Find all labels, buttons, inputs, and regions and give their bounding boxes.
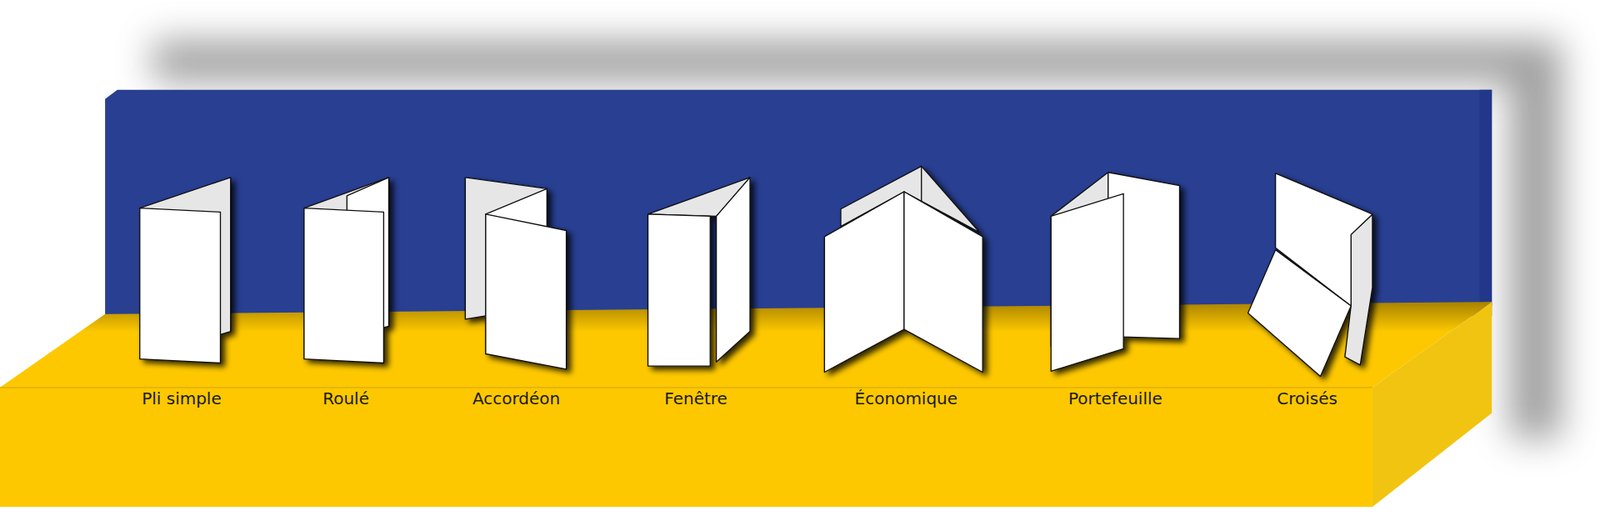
wallet-fold-brochure bbox=[1050, 172, 1180, 372]
accordion-fold-brochure bbox=[465, 177, 566, 370]
fold-type-label: Fenêtre bbox=[664, 388, 728, 409]
wall-edge bbox=[1480, 90, 1493, 315]
roll-fold-brochure bbox=[304, 177, 390, 364]
fold-type-label: Portefeuille bbox=[1068, 388, 1163, 409]
fold-type-label: Accordéon bbox=[472, 388, 560, 409]
yellow-floor-side bbox=[1372, 301, 1492, 507]
fold-type-label: Croisés bbox=[1276, 388, 1338, 409]
yellow-floor-front bbox=[0, 387, 1373, 507]
economy-fold-brochure bbox=[824, 165, 983, 372]
single-fold-brochure bbox=[140, 177, 231, 364]
cross-fold-brochure bbox=[1248, 173, 1373, 376]
gate-fold-brochure bbox=[648, 177, 750, 366]
floor-edge bbox=[0, 386, 1373, 388]
fold-type-label: Économique bbox=[855, 388, 959, 409]
fold-type-label: Roulé bbox=[322, 388, 370, 409]
fold-type-label: Pli simple bbox=[141, 388, 222, 409]
